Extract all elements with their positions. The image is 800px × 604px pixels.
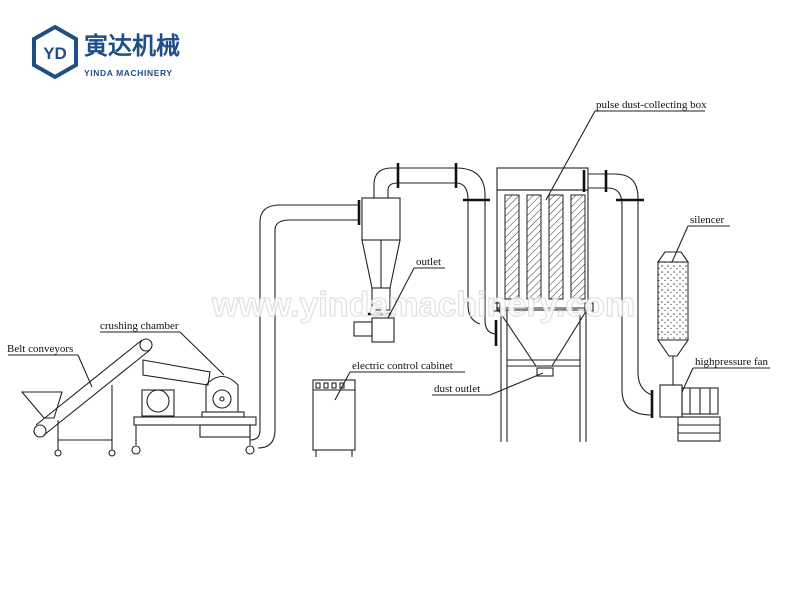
label-electric-control-cabinet: electric control cabinet bbox=[352, 360, 453, 372]
label-highpressure-fan: highpressure fan bbox=[695, 356, 769, 368]
cyclone-separator bbox=[353, 197, 401, 343]
silencer bbox=[656, 251, 690, 385]
logo-mark: YD bbox=[43, 44, 67, 63]
leader-lines bbox=[8, 110, 770, 401]
logo-hexagon-icon bbox=[32, 24, 78, 80]
belt-conveyor bbox=[20, 338, 153, 457]
logo-english-name: YINDA MACHINERY bbox=[84, 68, 173, 78]
label-outlet: outlet bbox=[416, 256, 441, 268]
conveying-pipe bbox=[249, 200, 361, 449]
label-pulse-dust-collecting-box: pulse dust-collecting box bbox=[596, 99, 707, 111]
pulse-dust-collector bbox=[491, 167, 594, 442]
high-pressure-fan bbox=[659, 384, 721, 442]
logo-chinese-name: 寅达机械 bbox=[84, 32, 180, 60]
watermark: www.yindamachinery.com bbox=[211, 286, 635, 324]
label-silencer: silencer bbox=[690, 214, 725, 226]
crusher bbox=[131, 359, 257, 455]
label-crushing-chamber: crushing chamber bbox=[100, 320, 179, 332]
exhaust-pipe bbox=[582, 170, 654, 418]
label-belt-conveyors: Belt conveyors bbox=[7, 343, 73, 355]
company-logo: YD 寅达机械 YINDA MACHINERY bbox=[32, 24, 180, 80]
transfer-pipe bbox=[373, 163, 498, 346]
electric-control-cabinet bbox=[312, 379, 356, 457]
label-dust-outlet: dust outlet bbox=[434, 383, 480, 395]
